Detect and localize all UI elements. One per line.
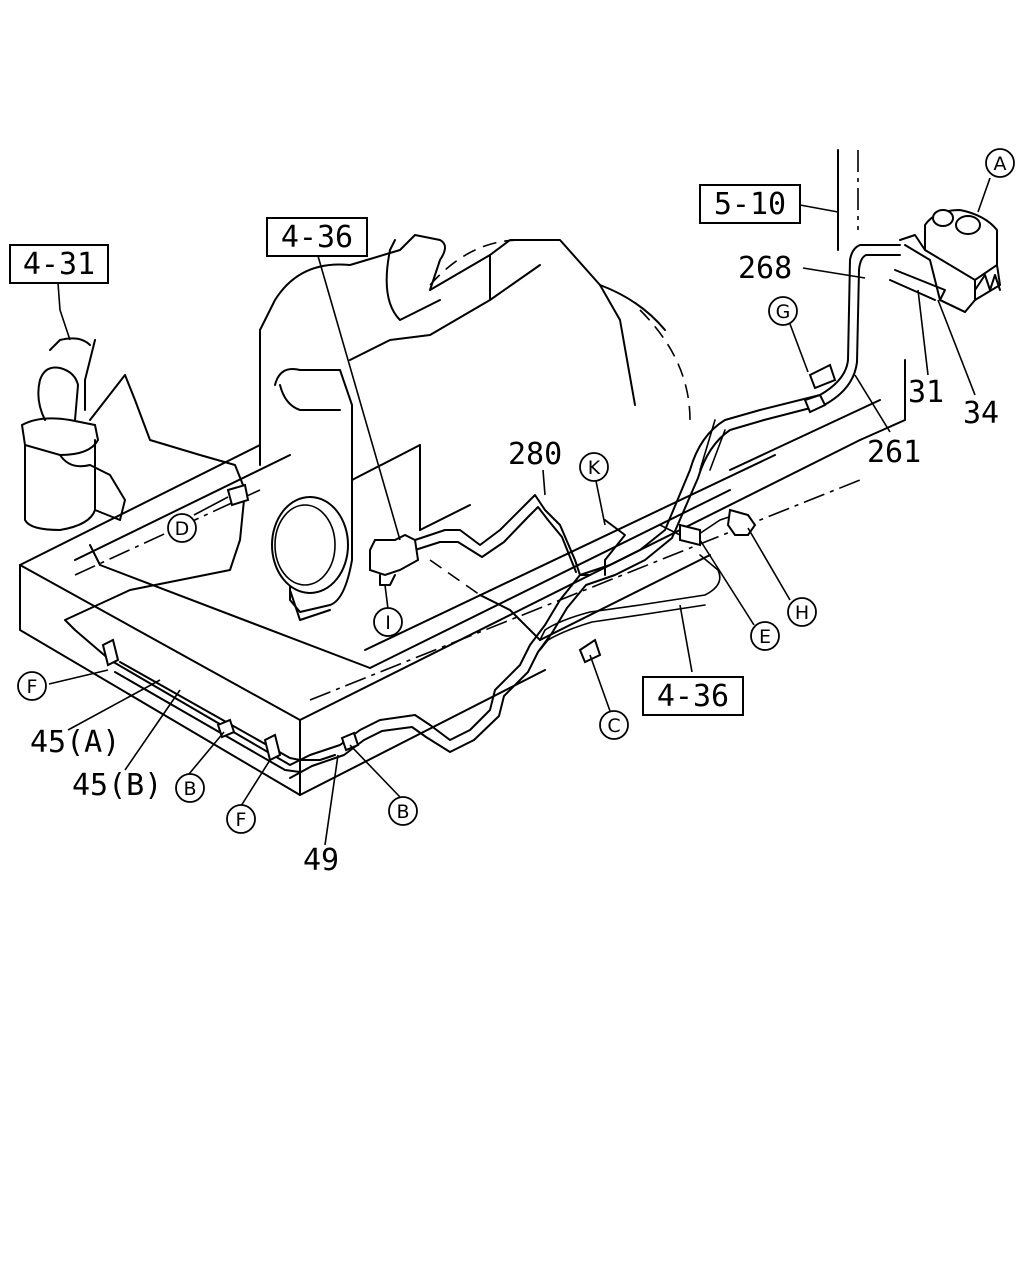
- return-line: [119, 661, 336, 761]
- part-number-45b: 45(B): [72, 768, 162, 803]
- svg-text:4-36: 4-36: [281, 220, 353, 255]
- circle-label-f-bottom: F: [226, 804, 256, 834]
- svg-text:D: D: [175, 518, 190, 540]
- svg-text:4-31: 4-31: [23, 247, 95, 282]
- frame-outline: [19, 359, 906, 796]
- fuel-filter: [20, 337, 126, 531]
- svg-text:K: K: [588, 457, 601, 479]
- svg-text:A: A: [994, 153, 1007, 175]
- ref-box-5-10: 5-10: [699, 184, 801, 224]
- ref-box-4-36-bottom: 4-36: [642, 676, 744, 716]
- svg-text:H: H: [795, 602, 809, 624]
- svg-text:B: B: [396, 801, 409, 823]
- svg-text:F: F: [236, 809, 247, 831]
- circle-label-d: D: [167, 513, 197, 543]
- ref-box-4-31: 4-31: [9, 244, 109, 284]
- circle-label-e: E: [750, 621, 780, 651]
- part-number-45a: 45(A): [30, 725, 120, 760]
- engine-block: [259, 234, 691, 641]
- svg-text:I: I: [385, 612, 391, 634]
- circle-label-f-left: F: [17, 671, 47, 701]
- part-number-268: 268: [738, 251, 792, 286]
- circle-label-a: A: [985, 148, 1015, 178]
- part-number-261: 261: [867, 435, 921, 470]
- svg-text:C: C: [607, 715, 620, 737]
- circle-label-b-left: B: [175, 773, 205, 803]
- circle-label-h: H: [787, 597, 817, 627]
- circle-label-b-right: B: [388, 796, 418, 826]
- ref-box-4-36-top: 4-36: [266, 217, 368, 257]
- part-number-34: 34: [963, 396, 999, 431]
- svg-text:G: G: [776, 301, 791, 323]
- circle-label-i: I: [373, 607, 403, 637]
- fuel-lines: [64, 244, 901, 779]
- svg-text:E: E: [759, 626, 771, 648]
- circle-label-g: G: [768, 296, 798, 326]
- leader-lines: [48, 177, 991, 846]
- svg-text:F: F: [27, 676, 38, 698]
- svg-text:B: B: [183, 778, 196, 800]
- circle-label-c: C: [599, 710, 629, 740]
- part-number-280: 280: [508, 437, 562, 472]
- circle-label-k: K: [579, 452, 609, 482]
- part-number-31: 31: [908, 375, 944, 410]
- svg-text:4-36: 4-36: [657, 679, 729, 714]
- injection-pump: [889, 208, 1001, 313]
- part-number-49: 49: [303, 843, 339, 878]
- svg-text:5-10: 5-10: [714, 187, 786, 222]
- hose-280: [414, 494, 591, 576]
